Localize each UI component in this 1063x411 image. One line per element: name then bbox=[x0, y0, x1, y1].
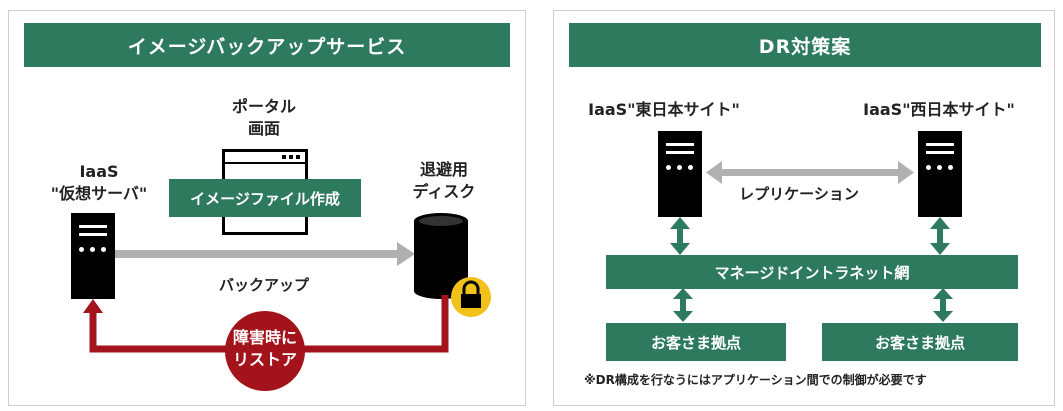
restore-label-line1: 障害時に bbox=[232, 328, 297, 347]
image-backup-panel: イメージバックアップサービス ポータル 画面 イメージファイル作成 IaaS "… bbox=[8, 10, 526, 406]
customer-site-2: お客さま拠点 bbox=[822, 323, 1018, 361]
backup-label: バックアップ bbox=[218, 276, 309, 294]
image-backup-title: イメージバックアップサービス bbox=[24, 23, 510, 67]
backup-arrowhead bbox=[397, 242, 415, 266]
disk-label-line2: ディスク bbox=[412, 182, 476, 201]
dr-note: ※DR構成を行なうにはアプリケーション間での制御が必要です bbox=[584, 373, 927, 387]
restore-circle bbox=[225, 311, 305, 391]
replication-arrow bbox=[720, 169, 900, 176]
retreat-disk-icon bbox=[414, 213, 468, 299]
lock-icon bbox=[451, 277, 491, 317]
dr-plan-title: DR対策案 bbox=[569, 23, 1041, 67]
customer-site-1: お客さま拠点 bbox=[606, 323, 786, 361]
iaas-label-line2: "仮想サーバ" bbox=[50, 184, 148, 203]
west-site-label: IaaS"西日本サイト" bbox=[863, 100, 1015, 119]
west-server-icon bbox=[918, 131, 962, 217]
east-up-arrowhead bbox=[670, 217, 690, 229]
image-file-create-box: イメージファイル作成 bbox=[169, 179, 361, 217]
east-site-label: IaaS"東日本サイト" bbox=[588, 100, 740, 119]
east-server-icon bbox=[658, 131, 702, 217]
dr-plan-panel: DR対策案 IaaS"東日本サイト" IaaS"西日本サイト" レプリケーション bbox=[553, 10, 1055, 406]
restore-label-line2: リストア bbox=[232, 350, 297, 369]
replication-arrowhead-right bbox=[898, 161, 914, 184]
restore-arrowhead bbox=[83, 299, 103, 313]
replication-arrowhead-left bbox=[706, 161, 722, 184]
portal-label-line2: 画面 bbox=[247, 119, 280, 138]
replication-label: レプリケーション bbox=[739, 185, 859, 203]
disk-label-line1: 退避用 bbox=[419, 160, 468, 179]
portal-label-line1: ポータル bbox=[231, 97, 296, 116]
iaas-label-line1: IaaS bbox=[79, 162, 119, 181]
managed-intranet-box: マネージドイントラネット網 bbox=[606, 255, 1018, 289]
backup-diagram-graphics bbox=[83, 213, 491, 391]
backup-arrow bbox=[115, 250, 399, 258]
virtual-server-icon bbox=[71, 213, 115, 299]
dr-diagram-graphics bbox=[670, 161, 953, 322]
